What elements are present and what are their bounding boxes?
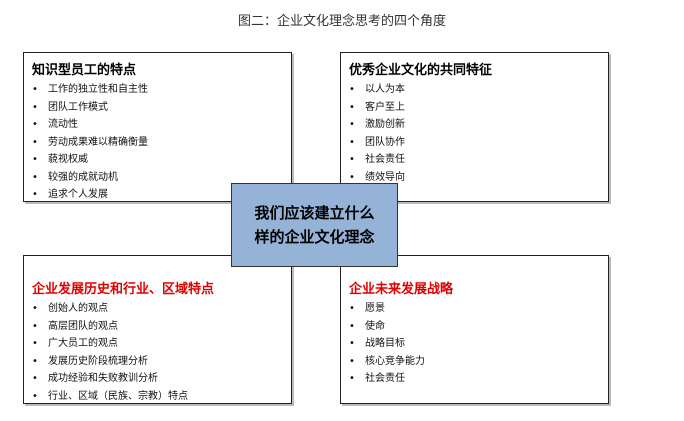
center-question: 我们应该建立什么样的企业文化理念 [231, 183, 398, 267]
list-item: 团队工作模式 [32, 99, 283, 117]
box-heading: 企业未来发展战略 [349, 282, 454, 297]
box-heading: 企业发展历史和行业、区域特点 [32, 282, 215, 297]
list-item: 核心竞争能力 [349, 353, 600, 371]
box-heading: 优秀企业文化的共同特征 [349, 63, 493, 78]
list-item: 藐视权威 [32, 151, 283, 169]
list-item: 创始人的观点 [32, 300, 283, 318]
list-item: 社会责任 [349, 370, 600, 388]
list-item: 愿景 [349, 300, 600, 318]
box-history-industry: 企业发展历史和行业、区域特点 创始人的观点高层团队的观点广大员工的观点发展历史阶… [23, 255, 292, 404]
list-item: 团队协作 [349, 134, 600, 152]
list-item: 较强的成就动机 [32, 169, 283, 187]
list-item: 绩效导向 [349, 169, 600, 187]
box-heading: 知识型员工的特点 [32, 63, 137, 78]
list-item: 以人为本 [349, 81, 600, 99]
list-item: 社会责任 [349, 151, 600, 169]
item-list: 愿景使命战略目标核心竞争能力社会责任 [349, 300, 600, 388]
list-item: 客户至上 [349, 99, 600, 117]
list-item: 工作的独立性和自主性 [32, 81, 283, 99]
list-item: 高层团队的观点 [32, 318, 283, 336]
list-item: 行业、区域（民族、宗教）特点 [32, 388, 283, 406]
list-item: 劳动成果难以精确衡量 [32, 134, 283, 152]
list-item: 追求个人发展 [32, 186, 283, 204]
list-item: 广大员工的观点 [32, 335, 283, 353]
list-item: 战略目标 [349, 335, 600, 353]
item-list: 以人为本客户至上激励创新团队协作社会责任绩效导向 [349, 81, 600, 186]
box-knowledge-workers: 知识型员工的特点 工作的独立性和自主性团队工作模式流动性劳动成果难以精确衡量藐视… [23, 52, 292, 202]
list-item: 使命 [349, 318, 600, 336]
box-excellent-culture: 优秀企业文化的共同特征 以人为本客户至上激励创新团队协作社会责任绩效导向 [340, 52, 609, 202]
list-item: 激励创新 [349, 116, 600, 134]
item-list: 工作的独立性和自主性团队工作模式流动性劳动成果难以精确衡量藐视权威较强的成就动机… [32, 81, 283, 204]
list-item: 流动性 [32, 116, 283, 134]
figure-title: 图二：企业文化理念思考的四个角度 [237, 14, 446, 29]
list-item: 发展历史阶段梳理分析 [32, 353, 283, 371]
box-future-strategy: 企业未来发展战略 愿景使命战略目标核心竞争能力社会责任 [340, 255, 609, 404]
item-list: 创始人的观点高层团队的观点广大员工的观点发展历史阶段梳理分析成功经验和失败教训分… [32, 300, 283, 405]
list-item: 成功经验和失败教训分析 [32, 370, 283, 388]
